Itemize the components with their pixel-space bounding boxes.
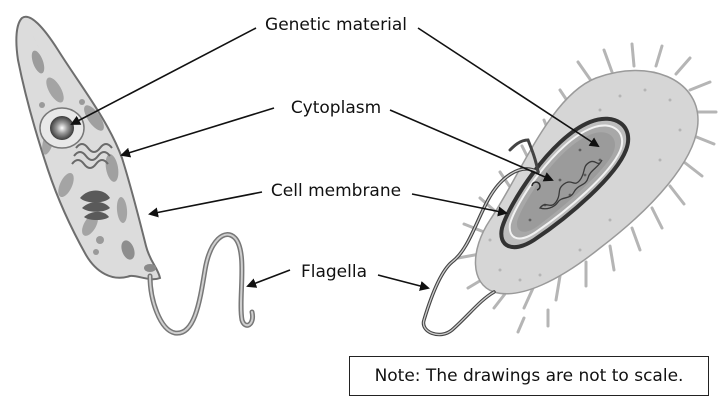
label-genetic-material: Genetic material: [265, 15, 407, 35]
label-cell-membrane: Cell membrane: [271, 181, 401, 201]
cell-membrane-arrow-right: [411, 193, 508, 217]
genetic-material-arrow-left: [70, 27, 257, 125]
euglena-cell: [15, 15, 256, 336]
scale-note: Note: The drawings are not to scale.: [349, 356, 709, 396]
cytoplasm-arrow-left: [120, 107, 275, 158]
genetic-material-arrow-right: [417, 27, 600, 148]
euglena-flagellum: [147, 232, 256, 336]
scale-note-text: Note: The drawings are not to scale.: [374, 366, 684, 386]
label-cytoplasm: Cytoplasm: [291, 98, 381, 118]
flagella-arrow-right: [377, 274, 430, 291]
bacterium-cell: [421, 42, 718, 337]
cell-membrane-arrow-left: [148, 191, 263, 218]
euglena-nucleus: [50, 116, 74, 140]
bacterium-dna: [538, 159, 603, 210]
leader-lines: [70, 27, 600, 291]
cytoplasm-arrow-right: [389, 109, 554, 182]
flagella-arrow-left: [246, 269, 291, 288]
label-flagella: Flagella: [301, 262, 367, 282]
